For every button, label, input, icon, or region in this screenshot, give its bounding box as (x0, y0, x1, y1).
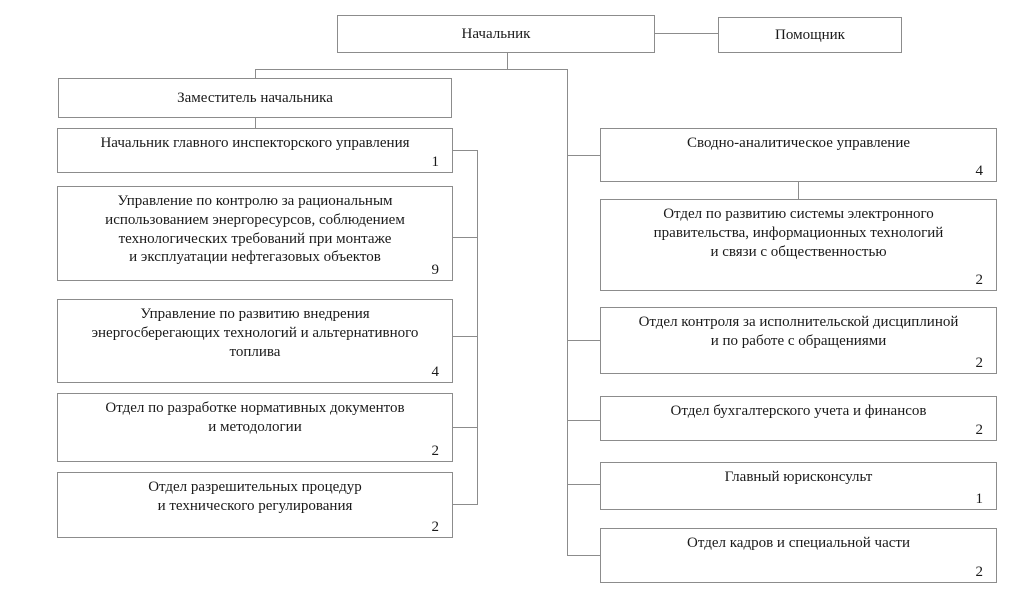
connector-chief-assistant (655, 33, 718, 34)
connector-deputy-riser (255, 69, 256, 78)
connector-right-stub-5 (567, 484, 600, 485)
unit-title: Заместитель начальника (177, 89, 333, 106)
box-deputy: Заместитель начальника (58, 78, 452, 118)
connector-deputy-to-left-unit-1 (255, 118, 256, 128)
unit-title: Отдел контроля за исполнительской дисцип… (638, 314, 959, 349)
connector-right-stub-4 (567, 420, 600, 421)
unit-title: Отдел бухгалтерского учета и финансов (670, 403, 927, 419)
connector-right-unit1-to-unit2 (798, 182, 799, 199)
unit-title: Помощник (775, 26, 845, 43)
unit-staff-count: 1 (431, 153, 440, 170)
box-left-unit-3: Управление по развитию внедрения энергос… (57, 299, 453, 383)
unit-title: Управление по развитию внедрения энергос… (91, 306, 419, 360)
connector-right-stub-6 (567, 555, 600, 556)
connector-right-stub-3 (567, 340, 600, 341)
unit-staff-count: 4 (431, 363, 440, 380)
connector-left-stub-4 (453, 427, 477, 428)
connector-chief-drop (507, 53, 508, 69)
unit-title: Главный юрисконсульт (724, 469, 873, 485)
unit-staff-count: 9 (431, 261, 440, 278)
connector-left-stub-1 (453, 150, 477, 151)
box-right-unit-4: Отдел бухгалтерского учета и финансов 2 (600, 396, 997, 441)
box-right-unit-5: Главный юрисконсульт 1 (600, 462, 997, 510)
unit-title: Отдел по развитию системы электронного п… (653, 206, 944, 260)
connector-right-spine (567, 69, 568, 555)
box-left-unit-4: Отдел по разработке нормативных документ… (57, 393, 453, 462)
box-left-unit-2: Управление по контролю за рациональным и… (57, 186, 453, 281)
unit-staff-count: 2 (975, 421, 984, 438)
unit-title: Управление по контролю за рациональным и… (105, 193, 405, 266)
unit-staff-count: 2 (975, 271, 984, 288)
unit-title: Отдел по разработке нормативных документ… (105, 400, 405, 435)
box-right-unit-3: Отдел контроля за исполнительской дисцип… (600, 307, 997, 374)
unit-staff-count: 4 (975, 162, 984, 179)
unit-title: Начальник главного инспекторского управл… (100, 135, 410, 151)
connector-left-spine (477, 150, 478, 505)
box-left-unit-5: Отдел разрешительных процедур и техничес… (57, 472, 453, 538)
unit-title: Начальник (461, 25, 531, 42)
box-assistant: Помощник (718, 17, 902, 53)
unit-title: Сводно-аналитическое управление (686, 135, 911, 151)
connector-left-stub-5 (453, 504, 477, 505)
connector-main-horizontal (255, 69, 568, 70)
unit-staff-count: 1 (975, 490, 984, 507)
unit-title: Отдел кадров и специальной части (687, 535, 910, 551)
box-right-unit-2: Отдел по развитию системы электронного п… (600, 199, 997, 291)
connector-right-stub-1 (567, 155, 600, 156)
unit-staff-count: 2 (431, 518, 440, 535)
box-right-unit-6: Отдел кадров и специальной части 2 (600, 528, 997, 583)
unit-title: Отдел разрешительных процедур и техничес… (148, 479, 362, 514)
unit-staff-count: 2 (975, 563, 984, 580)
connector-left-stub-2 (453, 237, 477, 238)
box-right-unit-1: Сводно-аналитическое управление 4 (600, 128, 997, 182)
box-left-unit-1: Начальник главного инспекторского управл… (57, 128, 453, 173)
box-chief: Начальник (337, 15, 655, 53)
connector-left-stub-3 (453, 336, 477, 337)
unit-staff-count: 2 (975, 354, 984, 371)
unit-staff-count: 2 (431, 442, 440, 459)
